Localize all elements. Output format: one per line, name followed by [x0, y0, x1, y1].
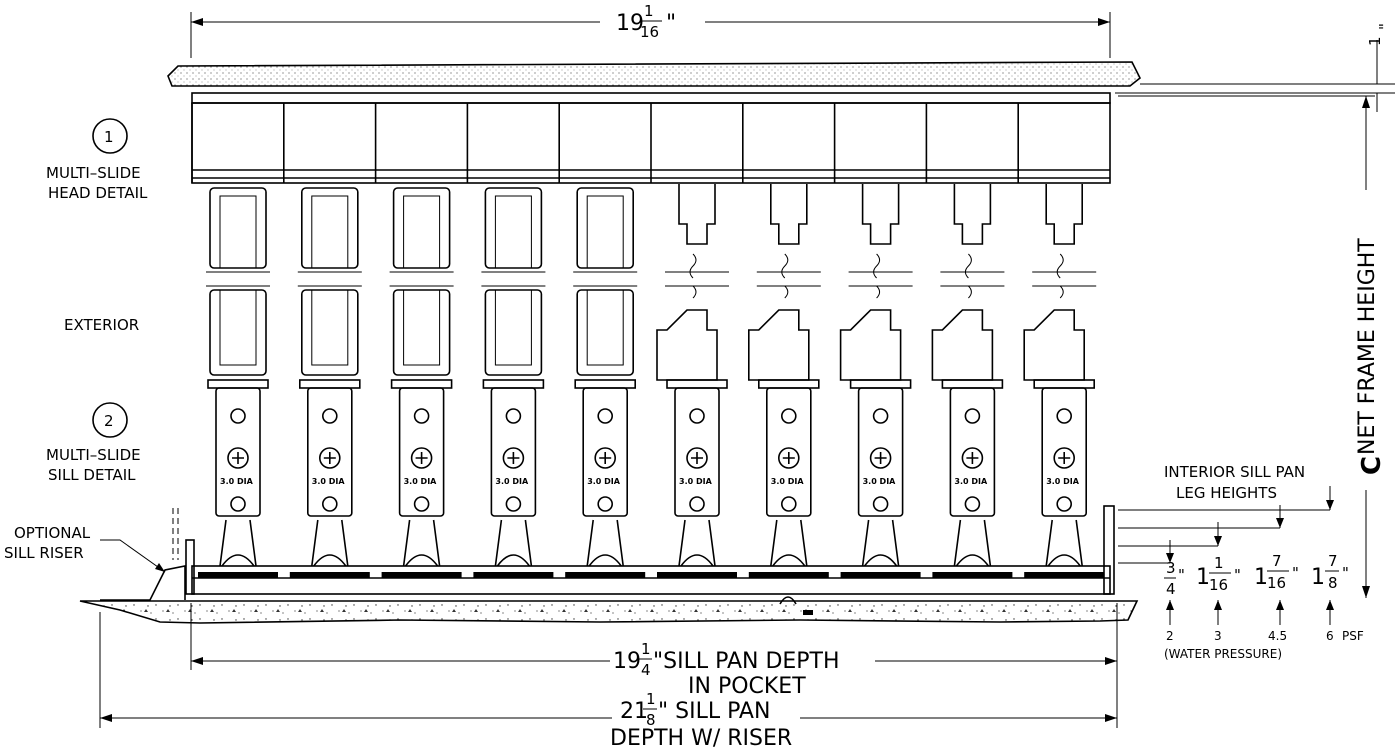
leg-height-4-denominator: 8	[1328, 574, 1338, 592]
head-gap-dimension: 1 "	[1115, 23, 1395, 112]
net-frame-height-label: NET FRAME HEIGHT	[1355, 238, 1380, 455]
leg-height-3-whole: 1	[1254, 565, 1268, 590]
panel-section: 3.0 DIA	[925, 103, 1013, 578]
leg-height-3-unit: "	[1292, 564, 1299, 582]
leg-height-2-unit: "	[1234, 566, 1241, 584]
panel-section: 3.0 DIA	[558, 103, 646, 578]
leg-height-3-denominator: 16	[1267, 574, 1286, 592]
panel-section: 3.0 DIA	[650, 103, 737, 578]
leg-height-4-unit: "	[1342, 564, 1349, 582]
sill-depth-text1: "SILL PAN DEPTH	[653, 649, 840, 674]
roller-dia-label: 3.0 DIA	[587, 477, 621, 486]
roller-dia-label: 3.0 DIA	[1046, 477, 1080, 486]
top-width-dimension: 19 1 16 "	[190, 2, 1111, 58]
panel-section: 3.0 DIA	[741, 103, 829, 578]
sill-depth-text2: IN POCKET	[688, 674, 806, 699]
optional-sill-riser	[100, 508, 186, 601]
sill-depth-denominator: 4	[641, 661, 651, 679]
sill-depth-numerator: 1	[641, 640, 651, 658]
head-callout-line2: HEAD DETAIL	[48, 184, 148, 202]
leg-height-1-denominator: 4	[1166, 580, 1176, 598]
leg-heights-group: INTERIOR SILL PAN LEG HEIGHTS 3 4 " 1 1 …	[1118, 463, 1364, 661]
riser-depth-text2: DEPTH W/ RISER	[610, 726, 792, 751]
concrete-substrate	[79, 600, 1139, 624]
leg-height-2-denominator: 16	[1209, 576, 1228, 594]
sill-callout: 2 MULTI–SLIDE SILL DETAIL	[46, 402, 141, 484]
riser-callout: OPTIONAL SILL RISER	[4, 524, 166, 573]
head-callout: 1 MULTI–SLIDE HEAD DETAIL	[46, 118, 148, 202]
riser-depth-text1: " SILL PAN	[658, 699, 770, 724]
panel-section: 3.0 DIA	[374, 103, 462, 578]
leg-heights-title2: LEG HEIGHTS	[1176, 484, 1277, 502]
sill-pan-depth-dimension: 19 1 4 "SILL PAN DEPTH IN POCKET	[190, 603, 1118, 699]
roller-dia-label: 3.0 DIA	[312, 477, 346, 486]
panel-section: 3.0 DIA	[282, 103, 370, 578]
top-width-unit: "	[666, 11, 676, 36]
panel-group: 3.0 DIA 3.0 DIA 3.0 DIA 3.0 DIA 3.0 DIA 3.0 D…	[191, 103, 1105, 578]
leg-height-1-unit: "	[1178, 566, 1185, 584]
sill-pan	[185, 505, 1115, 595]
head-substrate	[167, 61, 1142, 87]
leg-height-4-whole: 1	[1311, 565, 1325, 590]
roller-dia-label: 3.0 DIA	[679, 477, 713, 486]
top-width-denominator: 16	[640, 23, 659, 41]
panel-section: 3.0 DIA	[191, 103, 278, 578]
anchor-mark	[803, 610, 813, 615]
riser-callout-line1: OPTIONAL	[14, 524, 91, 542]
sill-callout-line1: MULTI–SLIDE	[46, 446, 141, 464]
roller-dia-label: 3.0 DIA	[495, 477, 529, 486]
pressure-1: 2	[1166, 629, 1174, 643]
panel-section: 3.0 DIA	[466, 103, 554, 578]
top-width-whole: 19	[616, 11, 644, 36]
leg-height-2-whole: 1	[1196, 565, 1210, 590]
top-width-numerator: 1	[644, 2, 654, 20]
exterior-label: EXTERIOR	[64, 316, 139, 334]
pressure-4: 6	[1326, 629, 1334, 643]
sill-callout-line2: SILL DETAIL	[48, 466, 136, 484]
pressure-2: 3	[1214, 629, 1222, 643]
head-callout-number: 1	[104, 128, 114, 146]
roller-dia-label: 3.0 DIA	[954, 477, 988, 486]
leg-height-3-numerator: 7	[1272, 552, 1282, 570]
riser-depth-numerator: 1	[646, 690, 656, 708]
panel-section: 3.0 DIA	[833, 103, 921, 578]
sill-pan-riser-dimension: 21 1 8 " SILL PAN DEPTH W/ RISER	[99, 612, 1118, 751]
sill-callout-number: 2	[104, 412, 114, 430]
leg-height-1-numerator: 3	[1166, 559, 1176, 577]
leg-height-2-numerator: 1	[1214, 554, 1224, 572]
head-gap-fraction: 1	[1366, 36, 1384, 46]
head-callout-line1: MULTI–SLIDE	[46, 164, 141, 182]
roller-dia-label: 3.0 DIA	[220, 477, 254, 486]
roller-dia-label: 3.0 DIA	[863, 477, 897, 486]
riser-depth-denominator: 8	[646, 711, 656, 729]
centerline-mark: C	[1357, 456, 1387, 475]
pressure-3: 4.5	[1268, 629, 1287, 643]
weep-hole	[779, 596, 797, 605]
roller-dia-label: 3.0 DIA	[404, 477, 438, 486]
sill-depth-whole: 19	[613, 649, 641, 674]
pressure-caption: (WATER PRESSURE)	[1164, 647, 1282, 661]
riser-depth-whole: 21	[620, 699, 648, 724]
head-gap-unit: "	[1376, 23, 1394, 30]
roller-dia-label: 3.0 DIA	[771, 477, 805, 486]
pressure-unit: PSF	[1342, 629, 1364, 643]
leg-height-4-numerator: 7	[1328, 552, 1338, 570]
riser-callout-line2: SILL RISER	[4, 544, 84, 562]
panel-section: 3.0 DIA	[1017, 103, 1105, 578]
net-frame-height-dimension: NET FRAME HEIGHT C	[1118, 95, 1387, 598]
leg-heights-title1: INTERIOR SILL PAN	[1164, 463, 1305, 481]
